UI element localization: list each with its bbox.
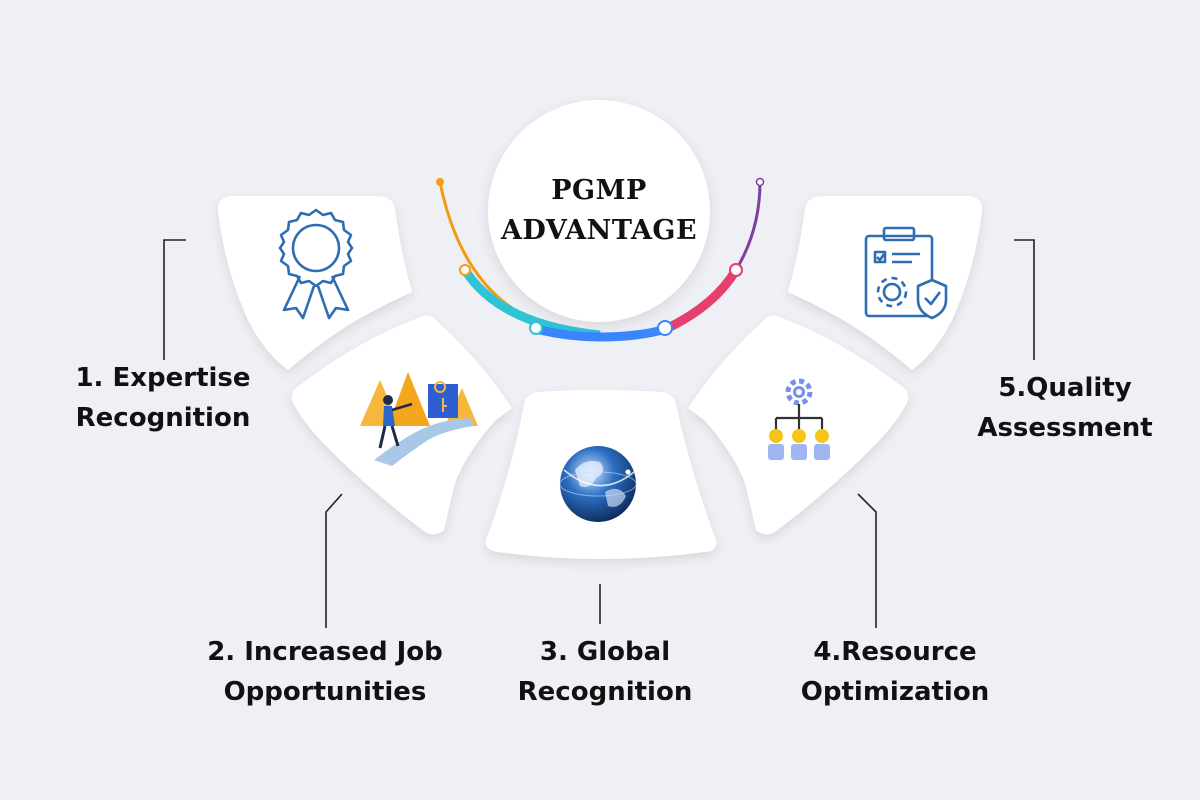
arc-node <box>755 177 765 187</box>
label-3: 3. Global Recognition <box>490 632 720 712</box>
connector-1 <box>163 239 186 360</box>
arc-node <box>729 263 743 277</box>
label-2-line2: Opportunities <box>223 677 427 707</box>
label-3-line1: Global <box>576 637 671 667</box>
center-title-line-1: PGMP <box>551 175 647 206</box>
label-4-number: 4. <box>813 637 842 667</box>
label-4: 4.Resource Optimization <box>780 632 1010 712</box>
connector-2 <box>325 493 343 628</box>
label-4-line2: Optimization <box>800 677 990 707</box>
label-5: 5.Quality Assessment <box>950 368 1180 448</box>
connector-lines <box>163 239 1035 628</box>
label-1-line2: Recognition <box>75 403 251 433</box>
career-path-illustration <box>360 372 478 466</box>
label-3-line2: Recognition <box>517 677 693 707</box>
label-3-number: 3. <box>539 637 568 667</box>
card-1 <box>218 196 412 370</box>
label-1: 1. Expertise Recognition <box>48 358 278 438</box>
label-2: 2. Increased Job Opportunities <box>180 632 470 712</box>
clipboard-gear-shield-icon <box>864 226 948 320</box>
progress-arc <box>436 177 765 342</box>
label-1-line1: Expertise <box>112 363 251 393</box>
center-title-line-2: ADVANTAGE <box>500 215 698 246</box>
connector-4 <box>857 493 877 628</box>
label-5-line1: Quality <box>1026 373 1132 403</box>
label-2-number: 2. <box>207 637 236 667</box>
arc-node <box>459 264 471 276</box>
label-4-line1: Resource <box>841 637 977 667</box>
award-ribbon-icon <box>278 208 354 320</box>
arc-node <box>529 321 543 335</box>
label-1-number: 1. <box>75 363 104 393</box>
label-2-line1: Increased Job <box>244 637 443 667</box>
label-5-number: 5. <box>998 373 1027 403</box>
card-5 <box>788 196 982 370</box>
arc-node <box>436 178 444 186</box>
connector-5 <box>1014 239 1035 360</box>
arc-node <box>657 320 673 336</box>
label-5-line2: Assessment <box>977 413 1153 443</box>
globe-icon <box>559 446 637 522</box>
org-chart-gear-icon <box>768 378 830 460</box>
center-title-circle: PGMP ADVANTAGE <box>488 100 710 322</box>
